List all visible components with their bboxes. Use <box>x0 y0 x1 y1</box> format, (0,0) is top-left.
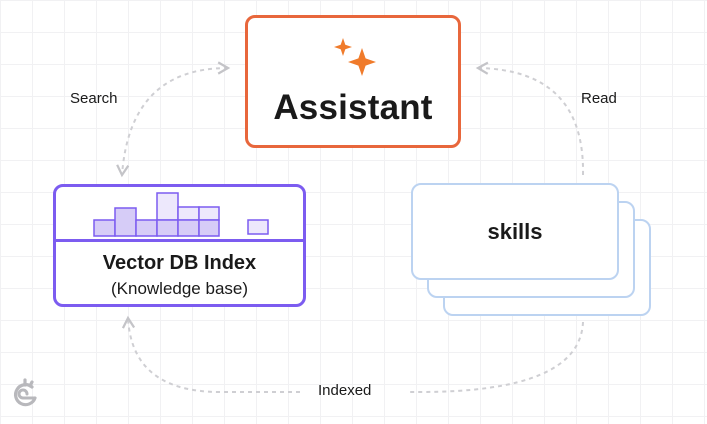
vector-db-title: Vector DB Index <box>102 252 257 274</box>
assistant-title: Assistant <box>273 88 433 127</box>
grafana-logo-icon <box>13 378 37 407</box>
search-label: Search <box>70 90 118 107</box>
vector-db-subtitle: (Knowledge base) <box>110 279 249 298</box>
vector-divider <box>56 239 303 242</box>
read-connector <box>475 61 585 176</box>
read-label: Read <box>581 90 617 107</box>
indexed-connector-left <box>121 315 300 393</box>
sparkle-icon <box>334 38 376 76</box>
vector-db-node: Vector DB Index (Knowledge base) <box>53 184 306 307</box>
assistant-node: Assistant <box>245 15 461 148</box>
skills-node: skills <box>411 183 619 280</box>
vector-histogram-icon <box>93 192 269 237</box>
search-connector <box>116 61 231 178</box>
skills-title: skills <box>487 219 543 244</box>
indexed-connector <box>410 321 584 393</box>
indexed-label: Indexed <box>318 382 372 399</box>
